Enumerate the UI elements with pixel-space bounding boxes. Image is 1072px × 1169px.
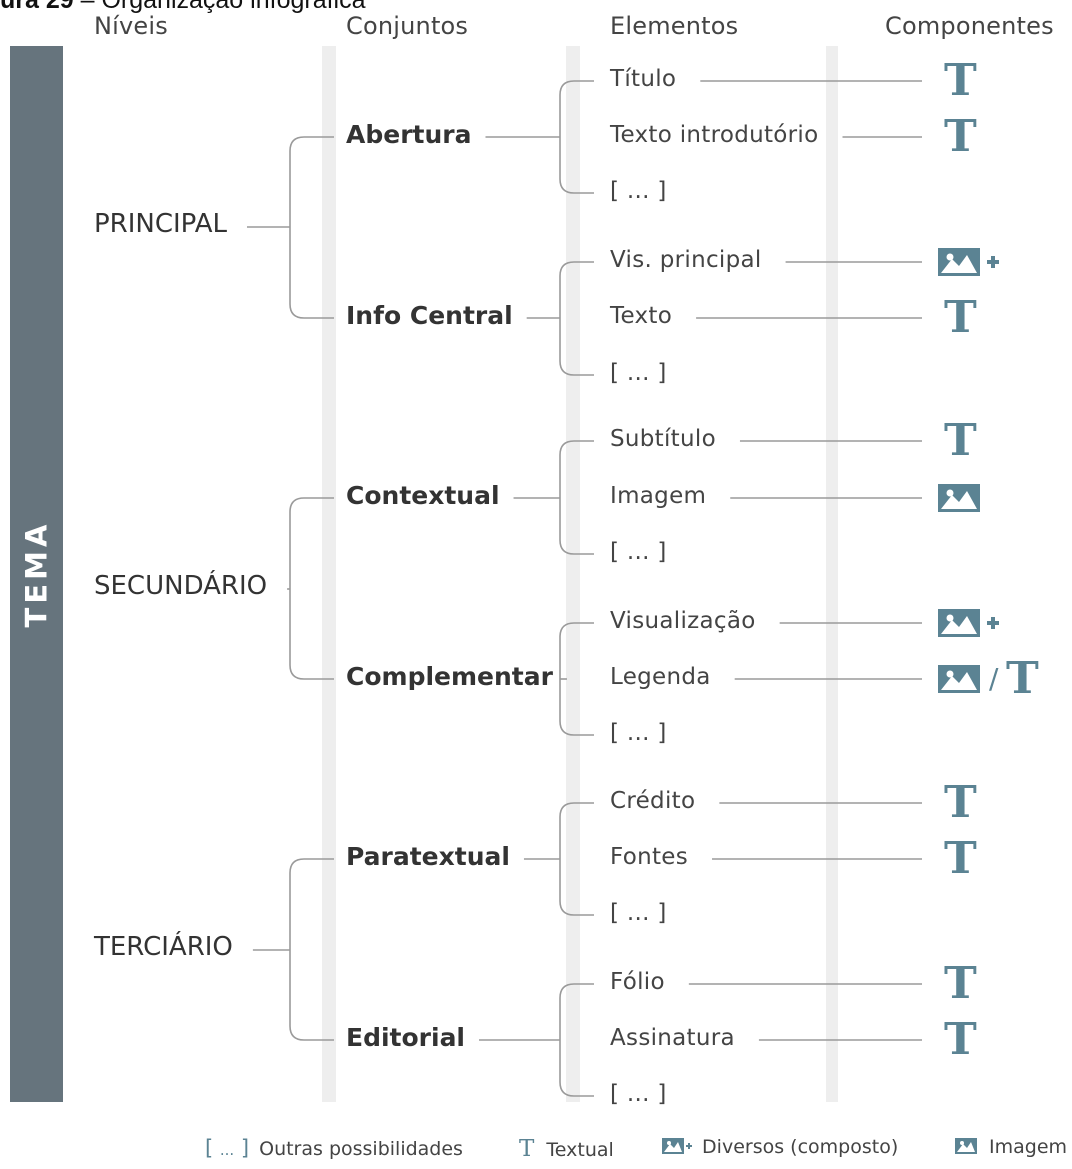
- figure-caption: ura 29 – Organização infográfica: [0, 0, 366, 15]
- element-label: Crédito: [610, 788, 696, 814]
- slash-separator: /: [989, 662, 999, 695]
- bracket-line: [559, 802, 594, 916]
- composite-component-icon: [938, 609, 999, 637]
- legend-imagem-label: Imagem: [989, 1136, 1068, 1158]
- element-label: Fólio: [610, 969, 665, 995]
- textual-component-icon: T: [944, 958, 977, 1009]
- bracket-line: [559, 80, 594, 194]
- textual-component-icon: T: [944, 1014, 977, 1065]
- legend-outras-label: Outras possibilidades: [259, 1138, 463, 1160]
- element-label: [ ... ]: [610, 360, 667, 386]
- bracket-line: [559, 983, 594, 1097]
- group-label: Complementar: [346, 662, 553, 691]
- figure-caption-text: – Organização infográfica: [73, 0, 366, 14]
- image-component-icon: [938, 665, 980, 693]
- legend-diversos-icon: [662, 1138, 692, 1154]
- image-component-icon: [938, 484, 980, 512]
- legend-imagem: Imagem: [955, 1136, 1067, 1158]
- level-label: TERCIÁRIO: [94, 932, 233, 962]
- elements-column-band-left: [566, 46, 580, 1102]
- header-levels: Níveis: [94, 12, 168, 40]
- legend-diversos-label: Diversos (composto): [702, 1136, 899, 1158]
- sets-column-band: [322, 46, 336, 1102]
- element-label: Vis. principal: [610, 247, 762, 273]
- element-label: Título: [610, 66, 677, 92]
- textual-component-icon: T: [944, 292, 977, 343]
- element-label: [ ... ]: [610, 900, 667, 926]
- legend-outras: [ ... ] Outras possibilidades: [205, 1136, 463, 1160]
- bracket-line: [289, 497, 334, 680]
- group-label: Editorial: [346, 1023, 466, 1052]
- element-label: Subtítulo: [610, 426, 716, 452]
- element-label: Texto introdutório: [610, 122, 819, 148]
- legend-diversos: Diversos (composto): [662, 1136, 898, 1158]
- group-label: Info Central: [346, 301, 513, 330]
- element-label: [ ... ]: [610, 1081, 667, 1107]
- theme-sidebar: [10, 46, 63, 1102]
- element-label: Fontes: [610, 844, 689, 870]
- textual-component-icon: T: [944, 415, 977, 466]
- bracket-line: [289, 858, 334, 1041]
- bracket-line: [559, 440, 594, 555]
- legend-imagem-icon: [955, 1138, 977, 1154]
- legend-bracket-icon: [ ... ]: [205, 1136, 250, 1160]
- textual-component-icon: T: [944, 55, 977, 106]
- group-label: Paratextual: [346, 842, 510, 871]
- bracket-line: [559, 261, 594, 376]
- element-label: Texto: [610, 303, 673, 329]
- legend-textual: T Textual: [519, 1136, 614, 1162]
- element-label: [ ... ]: [610, 539, 667, 565]
- textual-component-icon: T: [944, 111, 977, 162]
- legend-textual-icon: T: [519, 1136, 535, 1162]
- elements-column-band-right: [826, 46, 838, 1102]
- element-label: [ ... ]: [610, 720, 667, 746]
- level-label: PRINCIPAL: [94, 209, 227, 239]
- bracket-line: [289, 136, 334, 319]
- level-label: SECUNDÁRIO: [94, 571, 268, 601]
- textual-component-icon: T: [1006, 653, 1039, 704]
- legend-textual-label: Textual: [546, 1139, 614, 1161]
- textual-component-icon: T: [944, 777, 977, 828]
- textual-component-icon: T: [944, 833, 977, 884]
- bracket-line: [559, 622, 594, 736]
- header-sets: Conjuntos: [346, 12, 469, 40]
- element-label: Legenda: [610, 664, 711, 690]
- element-label: Assinatura: [610, 1025, 735, 1051]
- composite-component-icon: [938, 248, 999, 276]
- element-label: Imagem: [610, 483, 707, 509]
- group-label: Contextual: [346, 481, 500, 510]
- figure-caption-number: ura 29: [0, 0, 74, 14]
- header-components: Componentes: [885, 12, 1054, 40]
- group-label: Abertura: [346, 120, 472, 149]
- header-elements: Elementos: [610, 12, 739, 40]
- element-label: Visualização: [610, 608, 756, 634]
- element-label: [ ... ]: [610, 178, 667, 204]
